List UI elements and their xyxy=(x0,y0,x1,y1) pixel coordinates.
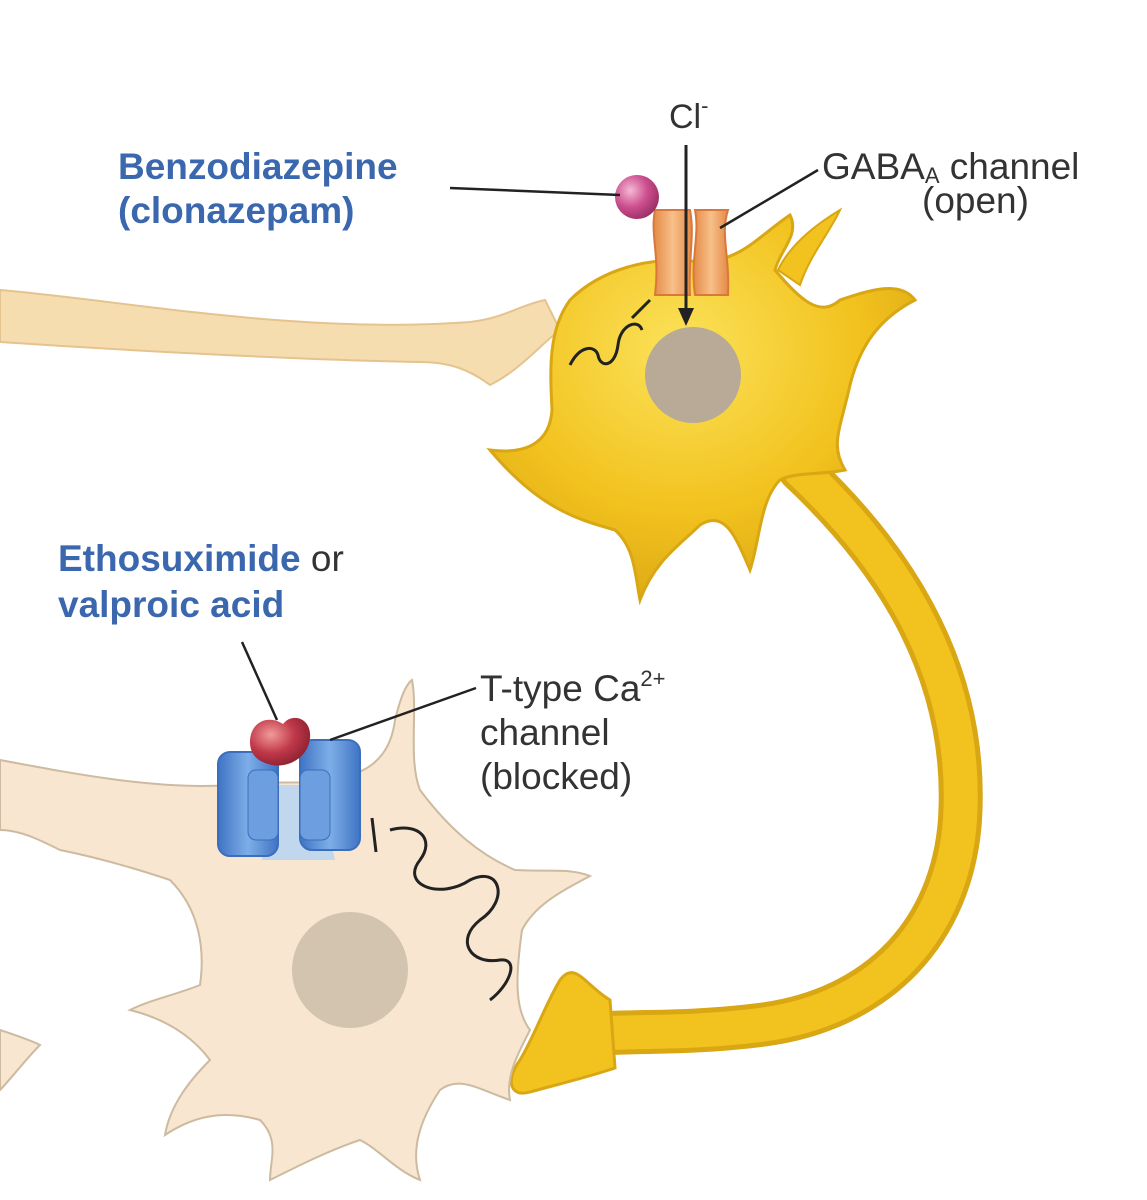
valproic-acid-label: valproic acid xyxy=(58,584,285,625)
ttype-state-label: (blocked) xyxy=(480,756,633,797)
chloride-charge: - xyxy=(701,93,709,118)
benzodiazepine-molecule xyxy=(615,175,659,219)
chloride-ion-label: Cl- xyxy=(669,93,709,142)
inhibition-bar-yellow xyxy=(630,298,652,320)
ethosuximide-name: Ethosuximide xyxy=(58,538,301,579)
inhibition-squiggle-postsynaptic xyxy=(389,826,513,1002)
chloride-symbol: Cl xyxy=(669,98,702,136)
ethosuximide-leader-line xyxy=(240,641,279,721)
ethosuximide-or: or xyxy=(300,538,344,579)
yellow-axon-highlight xyxy=(563,453,978,1052)
postsynaptic-nucleus xyxy=(292,912,408,1028)
gaba-leader-line xyxy=(719,168,819,230)
ttype-leader-line xyxy=(329,686,477,742)
gaba-state-label: (open) xyxy=(922,180,1029,221)
ttype-prefix: T-type Ca xyxy=(480,668,641,709)
ttype-superscript: 2+ xyxy=(640,666,666,691)
yellow-axon-terminal xyxy=(509,971,617,1095)
inhibition-squiggle-yellow xyxy=(568,322,644,366)
benzodiazepine-label: Benzodiazepine xyxy=(118,146,398,187)
gaba-a-channel xyxy=(652,209,730,296)
benzodiazepine-leader-line xyxy=(449,186,621,197)
t-type-calcium-channel xyxy=(217,739,361,860)
yellow-neuron-nucleus xyxy=(645,327,741,423)
gaba-suffix: channel xyxy=(939,146,1080,187)
pale-axon xyxy=(0,288,562,387)
gaba-channel-label: GABAA channel xyxy=(822,146,1079,193)
ttype-channel-label: T-type Ca2+ xyxy=(480,666,666,715)
gaba-subscript: A xyxy=(924,163,940,188)
ethosuximide-label: Ethosuximide or xyxy=(58,538,344,580)
ethosuximide-molecule xyxy=(250,717,311,766)
inhibition-bar-postsynaptic xyxy=(370,817,378,853)
chloride-arrowhead xyxy=(678,308,694,326)
postsynaptic-dendrite-left xyxy=(0,1028,42,1092)
ttype-channel-line2: channel xyxy=(480,712,610,753)
clonazepam-label: (clonazepam) xyxy=(118,190,355,231)
gaba-prefix: GABA xyxy=(822,146,925,187)
yellow-dendrite-spike xyxy=(776,207,843,287)
